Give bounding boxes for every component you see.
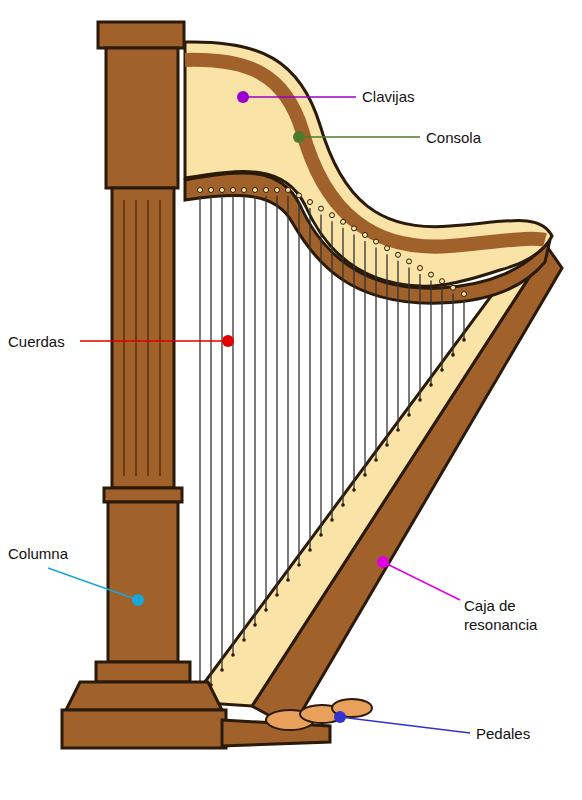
callout-dot (237, 91, 249, 103)
callout-dot (334, 711, 346, 723)
callout-dot (222, 335, 234, 347)
callout-dot (293, 131, 305, 143)
callout-dot (377, 556, 389, 568)
part-label: Consola (426, 128, 481, 147)
part-label: Cuerdas (8, 332, 65, 351)
part-label: Clavijas (362, 87, 415, 106)
column-shaft (112, 188, 174, 488)
leader-lines (48, 97, 470, 733)
pegs (198, 188, 467, 297)
base (62, 710, 226, 748)
column-foot (96, 662, 190, 682)
column-flutes (124, 200, 160, 476)
callout-dot (132, 594, 144, 606)
column-top (106, 48, 178, 188)
part-label: Columna (8, 544, 68, 563)
part-label: Pedales (476, 724, 530, 743)
column-ring (104, 488, 182, 502)
neck-band (185, 60, 545, 247)
part-label: Caja de resonancia (464, 596, 574, 634)
neck (185, 42, 552, 286)
column-capital (98, 22, 184, 48)
base-top (66, 682, 222, 710)
strings (198, 196, 466, 702)
column-lower (108, 502, 178, 662)
